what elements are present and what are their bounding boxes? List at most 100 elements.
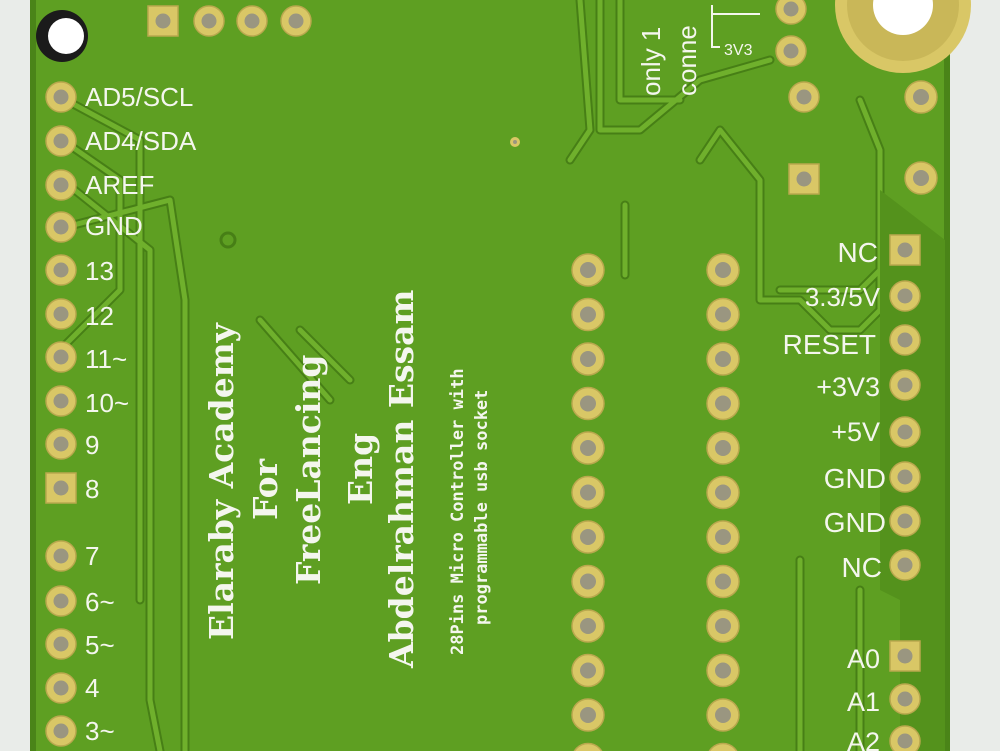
via-drill	[513, 140, 517, 144]
jumper-pad	[775, 0, 807, 25]
mcu-socket-pad-right	[706, 698, 740, 732]
power-header-pad-drill	[897, 332, 913, 348]
analog-header-pad-drill	[897, 648, 913, 664]
silk-mcu-line2: programmable usb socket	[472, 390, 492, 625]
power-header-pad-drill	[897, 469, 913, 485]
analog-header-pad-drill	[897, 733, 913, 749]
mounting-hole-left-center	[48, 18, 84, 54]
left-header-pad-drill	[53, 349, 69, 365]
silk-academy-line2: For	[246, 458, 285, 520]
left-header-pad	[45, 672, 77, 704]
side-pad	[904, 80, 938, 114]
mcu-socket-pad-left-drill	[580, 351, 596, 367]
jumper-note-line2: conne	[672, 25, 702, 96]
mcu-socket-pad-right-drill	[715, 529, 731, 545]
pin-label-3: 3~	[85, 716, 115, 746]
mcu-socket-pad-left-drill	[580, 395, 596, 412]
mcu-socket-pad-left-drill	[580, 707, 596, 723]
power-header-pad	[889, 234, 921, 266]
mcu-socket-pad-left	[571, 253, 605, 287]
pin-label-10: 10~	[85, 388, 129, 418]
left-header-pad	[45, 125, 77, 157]
pin-label-3v3: +3V3	[816, 372, 880, 402]
power-header-pad-drill	[897, 557, 913, 573]
copper-traces	[55, 0, 945, 751]
component-pads	[45, 0, 938, 751]
mcu-socket-pad-right	[706, 431, 740, 465]
left-header-pad-drill	[53, 436, 69, 452]
silk-academy-line3: FreeLancing	[289, 354, 328, 585]
mcu-socket-pad-left-drill	[580, 262, 596, 278]
mcu-socket-pad-left	[571, 520, 605, 554]
power-header-pad	[889, 461, 921, 493]
side-pad	[904, 161, 938, 195]
mcu-socket-pad-right	[706, 386, 740, 421]
mcu-socket-pad-left	[571, 475, 605, 510]
left-header-labels: AD5/SCL AD4/SDA AREF GND 13 12 11~ 10~ 9…	[85, 82, 197, 746]
left-header-pad	[45, 628, 77, 660]
pin-label-gnd-2: GND	[824, 507, 886, 538]
mcu-socket-pad-right	[706, 475, 740, 510]
pin-label-6: 6~	[85, 587, 115, 617]
mcu-socket-pad-right	[706, 342, 740, 376]
left-header-pad-drill	[53, 306, 69, 322]
mcu-socket-pad-left	[571, 698, 605, 732]
left-header-pad	[45, 385, 77, 417]
pin-label-4: 4	[85, 673, 99, 703]
analog-header-pad-ring	[889, 640, 921, 672]
via	[219, 231, 237, 249]
mcu-socket-pad-right-drill	[715, 662, 731, 679]
left-header-pad-drill	[53, 89, 69, 105]
power-header-pad-drill	[897, 242, 913, 258]
mcu-socket-pad-left	[571, 386, 605, 421]
analog-header-pad-drill	[897, 691, 913, 707]
pin-label-gnd: GND	[85, 211, 143, 241]
jumper-label-3v3: 3V3	[724, 42, 753, 59]
pin-label-12: 12	[85, 301, 114, 331]
pin-label-8: 8	[85, 474, 99, 504]
mounting-hole-right	[873, 0, 933, 35]
left-header-pad-drill	[53, 393, 69, 409]
board-edge-right	[944, 0, 950, 751]
mcu-socket-pad-right-drill	[715, 262, 731, 278]
silk-designer-line2: Abdelrahman Essam	[382, 289, 421, 669]
left-header-pad-drill	[53, 636, 69, 652]
pin-label-ad4-sda: AD4/SDA	[85, 126, 197, 156]
mcu-socket-pad-left-drill	[580, 440, 596, 456]
left-header-pad-drill	[53, 177, 69, 193]
left-header-pad-drill	[53, 548, 69, 564]
silk-academy-line1: Elaraby Academy	[202, 322, 241, 640]
left-header-pad	[45, 472, 77, 504]
analog-header-pad	[889, 725, 921, 751]
board-body	[30, 0, 950, 751]
pin-label-13: 13	[85, 256, 114, 286]
jumper-outline	[711, 5, 720, 48]
power-header-pad	[889, 505, 921, 537]
pin-label-ad5-scl: AD5/SCL	[85, 82, 193, 112]
mcu-socket-pad-left	[571, 297, 605, 332]
top-header-pad-drill	[244, 13, 260, 29]
jumper-pad-drill	[796, 171, 812, 187]
jumper-pad-drill	[783, 1, 799, 17]
mcu-socket-pad-right-drill	[715, 618, 731, 634]
top-header-pad	[280, 5, 312, 37]
left-header-pad	[45, 211, 77, 243]
pin-label-gnd-1: GND	[824, 463, 886, 494]
left-header-pad	[45, 81, 77, 113]
mcu-socket-pad-left-drill	[580, 618, 596, 634]
mcu-socket-pad-right-drill	[715, 395, 731, 412]
power-header-pad	[889, 416, 921, 448]
side-pad-drill	[913, 170, 929, 186]
silk-designer-line1: Eng	[341, 433, 380, 505]
left-header-pad-drill	[53, 593, 69, 609]
power-header-pad-drill	[897, 377, 913, 393]
left-header-pad-drill	[53, 133, 69, 149]
jumper-pad-drill	[796, 89, 812, 105]
mcu-socket-pad-right-drill	[715, 707, 731, 723]
mcu-socket-pad-left	[571, 609, 605, 643]
pin-label-nc-top: NC	[838, 237, 878, 268]
pin-label-a2: A2	[847, 727, 880, 751]
mcu-socket-pad-left	[573, 742, 603, 751]
